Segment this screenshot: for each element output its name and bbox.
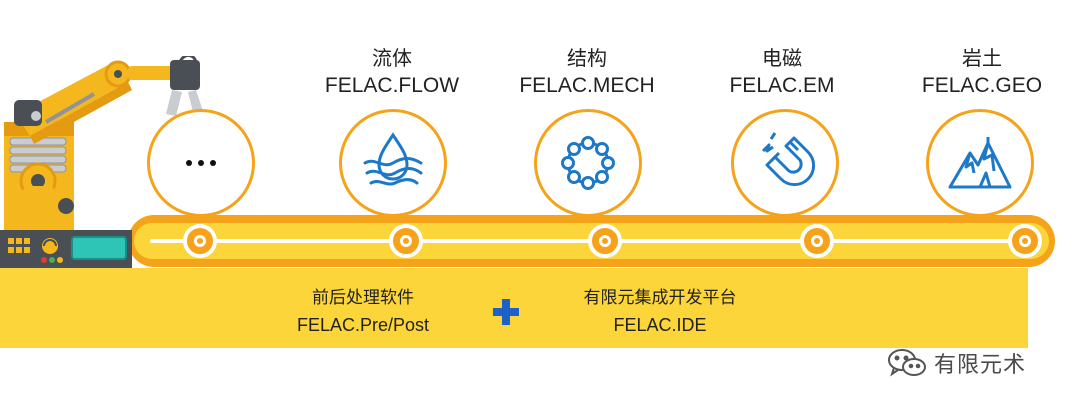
water-drop-icon (363, 132, 423, 186)
molecule-ring-icon (561, 136, 615, 190)
module-label-cn: 岩土 (962, 46, 1002, 70)
module-circle-geo (926, 109, 1034, 217)
conveyor-roller (389, 224, 423, 258)
robot-arm-illustration (4, 56, 204, 236)
conveyor-roller (800, 224, 834, 258)
conveyor-roller (588, 224, 622, 258)
ide-en: FELAC.IDE (613, 315, 707, 335)
module-label-5: 岩土 FELAC.GEO (897, 44, 1067, 100)
module-label-en: FELAC.EM (729, 74, 835, 97)
pre-post-label: 前后处理软件 FELAC.Pre/Post (248, 285, 478, 339)
module-circle-more (147, 109, 255, 217)
watermark-text: 有限元术 (934, 353, 1027, 378)
wechat-icon (888, 349, 926, 377)
module-label-2: 流体 FELAC.FLOW (307, 44, 477, 100)
ide-cn: 有限元集成开发平台 (583, 288, 737, 308)
watermark: 有限元术 (886, 347, 1026, 379)
ide-label: 有限元集成开发平台 FELAC.IDE (545, 285, 775, 339)
dots-icon (186, 160, 216, 166)
magnet-icon (761, 132, 816, 187)
module-label-4: 电磁 FELAC.EM (697, 44, 867, 100)
module-label-en: FELAC.FLOW (324, 74, 460, 97)
module-label-cn: 流体 (372, 46, 412, 70)
conveyor-roller (183, 224, 217, 258)
mountain-icon (948, 137, 1012, 189)
module-label-3: 结构 FELAC.MECH (502, 44, 672, 100)
module-label-cn: 结构 (567, 46, 607, 70)
pre-post-en: FELAC.Pre/Post (296, 315, 430, 335)
module-circle-mech (534, 109, 642, 217)
module-circle-em (731, 109, 839, 217)
module-label-en: FELAC.MECH (519, 74, 655, 97)
module-label-cn: 电磁 (762, 46, 802, 70)
conveyor-roller (1008, 224, 1042, 258)
module-circle-flow (339, 109, 447, 217)
machine-control-panel (0, 230, 132, 270)
module-label-en: FELAC.GEO (921, 74, 1043, 97)
pre-post-cn: 前后处理软件 (312, 288, 414, 308)
plus-icon (493, 299, 519, 325)
